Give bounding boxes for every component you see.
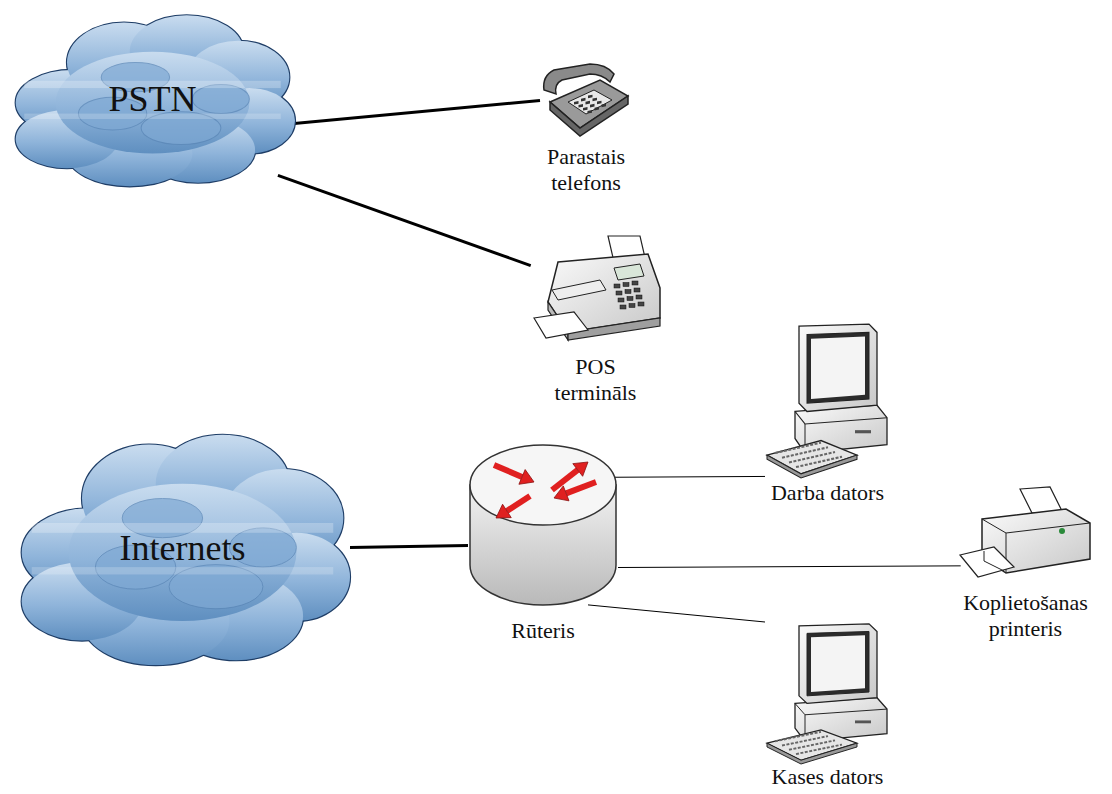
network-cloud: PSTN: [10, 8, 295, 190]
computer-icon: Kases dators: [765, 622, 890, 764]
device-label: Parastais telefons: [526, 144, 646, 196]
printer-icon: Koplietošanas printeris: [958, 487, 1093, 582]
computer-icon-drawing: [765, 622, 890, 764]
link-line: [278, 175, 531, 265]
link-line: [284, 101, 540, 125]
printer-icon-drawing: [958, 487, 1093, 582]
telephone-icon-drawing: [540, 62, 632, 132]
computer-icon-drawing: [765, 322, 890, 478]
link-line: [588, 605, 765, 622]
network-name: Internets: [120, 528, 246, 568]
pos-terminal-icon-drawing: [528, 232, 663, 344]
network-cloud: Internets: [15, 425, 350, 670]
link-line: [350, 545, 468, 547]
router-icon-drawing: [468, 440, 618, 610]
computer-icon: Darba dators: [765, 322, 890, 478]
network-name: PSTN: [108, 79, 196, 119]
pos-terminal-icon: POS termināls: [528, 232, 663, 344]
router-icon: Rūteris: [468, 440, 618, 610]
device-label: Darba dators: [748, 480, 908, 506]
device-label: Kases dators: [748, 764, 908, 790]
device-label: Rūteris: [473, 618, 613, 644]
link-line: [618, 566, 961, 568]
device-label: POS termināls: [538, 354, 653, 406]
telephone-icon: Parastais telefons: [540, 62, 632, 132]
device-label: Koplietošanas printeris: [951, 590, 1101, 642]
